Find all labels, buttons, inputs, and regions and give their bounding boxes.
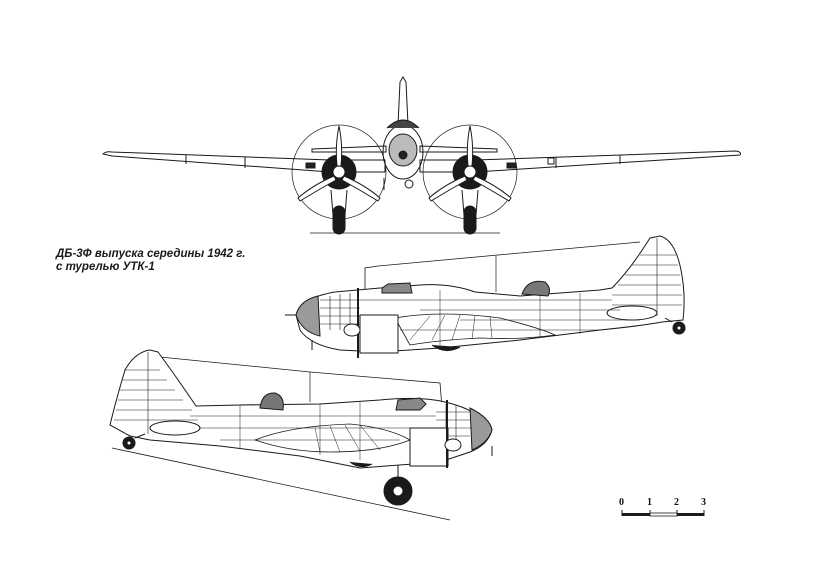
drawing-caption: ДБ-3Ф выпуска середины 1942 г. с турелью… [56, 248, 245, 274]
scale-label-1: 1 [647, 497, 652, 508]
caption-line-2: с турелью УТК-1 [56, 261, 155, 273]
front-view [102, 76, 741, 235]
side-view-right [109, 349, 493, 521]
scale-bar [621, 510, 705, 517]
caption-line-1: ДБ-3Ф выпуска середины 1942 г. [56, 248, 246, 260]
scale-label-2: 2 [674, 497, 679, 508]
scale-label-3: 3 [701, 497, 706, 508]
side-view-left [285, 235, 686, 358]
scale-label-0: 0 [619, 497, 624, 508]
